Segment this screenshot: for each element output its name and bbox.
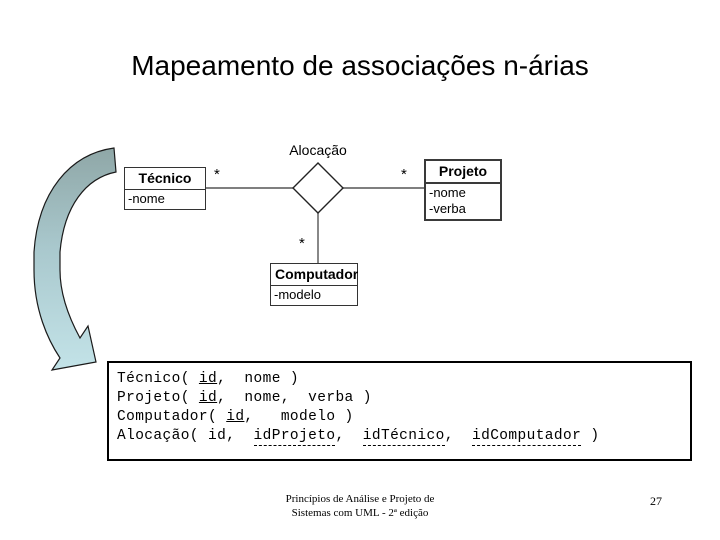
multiplicity-computador: * <box>299 235 305 252</box>
association-name-label: Alocação <box>289 142 347 158</box>
schema-line: Alocação( id, idProjeto, idTécnico, idCo… <box>117 427 690 446</box>
uml-class-computador-name: Computador <box>271 264 358 286</box>
primary-key: id <box>198 371 218 387</box>
multiplicity-projeto: * <box>401 166 407 183</box>
page-number: 27 <box>650 494 662 508</box>
primary-key: id <box>198 390 218 406</box>
schema-text: , <box>444 428 472 444</box>
uml-connector-lines <box>206 162 424 263</box>
schema-line: Projeto( id, nome, verba ) <box>117 389 690 408</box>
schema-text: Técnico( <box>117 371 199 387</box>
footer-credit-line-2: Sistemas com UML - 2ª edição <box>291 507 429 519</box>
schema-line: Técnico( id, nome ) <box>117 370 690 389</box>
uml-attribute: -modelo <box>274 287 321 302</box>
uml-class-computador-attributes: -modelo <box>271 286 357 305</box>
uml-class-projeto-attributes: -nome -verba <box>426 184 500 219</box>
schema-text: Alocação( id, <box>117 428 254 444</box>
uml-class-diagram: Alocação Técnico -nome Projeto -nome -ve… <box>124 142 502 306</box>
schema-text: , nome, verba ) <box>217 390 372 406</box>
uml-class-computador[interactable]: Computador -modelo <box>270 263 358 306</box>
page-title: Mapeamento de associações n-árias <box>131 50 589 81</box>
curved-down-right-arrow-icon <box>33 147 117 371</box>
schema-text: Computador( <box>117 409 227 425</box>
schema-text: Projeto( <box>117 390 199 406</box>
uml-class-tecnico-name: Técnico <box>125 168 205 190</box>
uml-class-tecnico-attributes: -nome <box>125 190 205 209</box>
footer-credit: Princípios de Análise e Projeto de Siste… <box>210 492 510 520</box>
relational-schema-box: Técnico( id, nome ) Projeto( id, nome, v… <box>107 361 692 461</box>
uml-attribute: -verba <box>429 201 466 216</box>
schema-text: , modelo ) <box>244 409 354 425</box>
foreign-key: idTécnico <box>362 428 445 446</box>
schema-line: Computador( id, modelo ) <box>117 408 690 427</box>
uml-class-projeto[interactable]: Projeto -nome -verba <box>424 159 502 221</box>
foreign-key: idComputador <box>472 428 582 446</box>
uml-class-projeto-name: Projeto <box>426 161 500 184</box>
schema-text: , nome ) <box>217 371 300 387</box>
footer-credit-line-1: Princípios de Análise e Projeto de <box>285 493 435 505</box>
uml-attribute: -nome <box>429 185 466 200</box>
uml-class-tecnico[interactable]: Técnico -nome <box>124 167 206 210</box>
primary-key: id <box>226 409 245 425</box>
uml-attribute: -nome <box>128 191 165 206</box>
schema-text: , <box>335 428 363 444</box>
multiplicity-tecnico: * <box>214 166 220 183</box>
schema-text: ) <box>581 428 600 444</box>
foreign-key: idProjeto <box>253 428 336 446</box>
